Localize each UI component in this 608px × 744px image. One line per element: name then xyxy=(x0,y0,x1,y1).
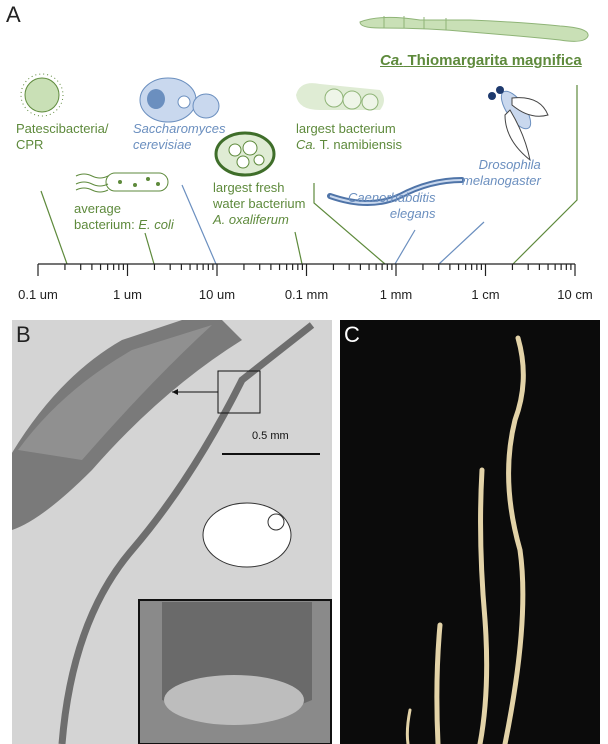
leader-aox xyxy=(294,231,303,265)
celegans-illustration xyxy=(327,177,465,206)
leader-sacch xyxy=(181,184,217,265)
panel-b-label: B xyxy=(16,322,31,347)
scale-tick-label: 10 um xyxy=(198,287,236,302)
scale-tick-label: 1 cm xyxy=(471,287,500,302)
leader-ecoli xyxy=(144,232,155,265)
thiomargarita-illustration xyxy=(359,16,589,42)
label-thiomargarita: Ca. Thiomargarita magnifica xyxy=(380,52,582,69)
scale-tick-label: 1 mm xyxy=(379,287,413,302)
leader-thio xyxy=(512,85,578,265)
tardigrade-icon xyxy=(202,502,292,568)
cpr-illustration xyxy=(20,73,64,117)
leader-tnamib xyxy=(313,183,386,265)
panel-a-label: A xyxy=(6,2,21,27)
scale-diagram xyxy=(20,16,589,276)
scale-tick-label: 10 cm xyxy=(557,287,593,302)
scale-tick-label: 1 um xyxy=(113,287,142,302)
panel-c-label: C xyxy=(344,322,360,347)
drosophila-illustration xyxy=(488,86,549,162)
leader-dros xyxy=(438,221,485,265)
label-patesci: Patescibacteria/CPR xyxy=(16,121,109,152)
ecoli-illustration xyxy=(75,172,169,193)
yeast-illustration xyxy=(139,77,220,123)
scale-tick-label: 0.1 um xyxy=(18,287,58,302)
panel-c-photo xyxy=(340,320,600,744)
scale-bar-label: 0.5 mm xyxy=(252,430,289,442)
panel-b-micrograph: 0.5 mm xyxy=(12,320,332,744)
log-scale-axis xyxy=(37,263,576,276)
scale-tick-label: 0.1 mm xyxy=(284,287,329,302)
leader-celegans xyxy=(394,229,416,265)
tnamibiensis-illustration xyxy=(296,83,384,111)
aoxaliferum-illustration xyxy=(214,131,276,177)
leader-patesci xyxy=(40,190,68,265)
